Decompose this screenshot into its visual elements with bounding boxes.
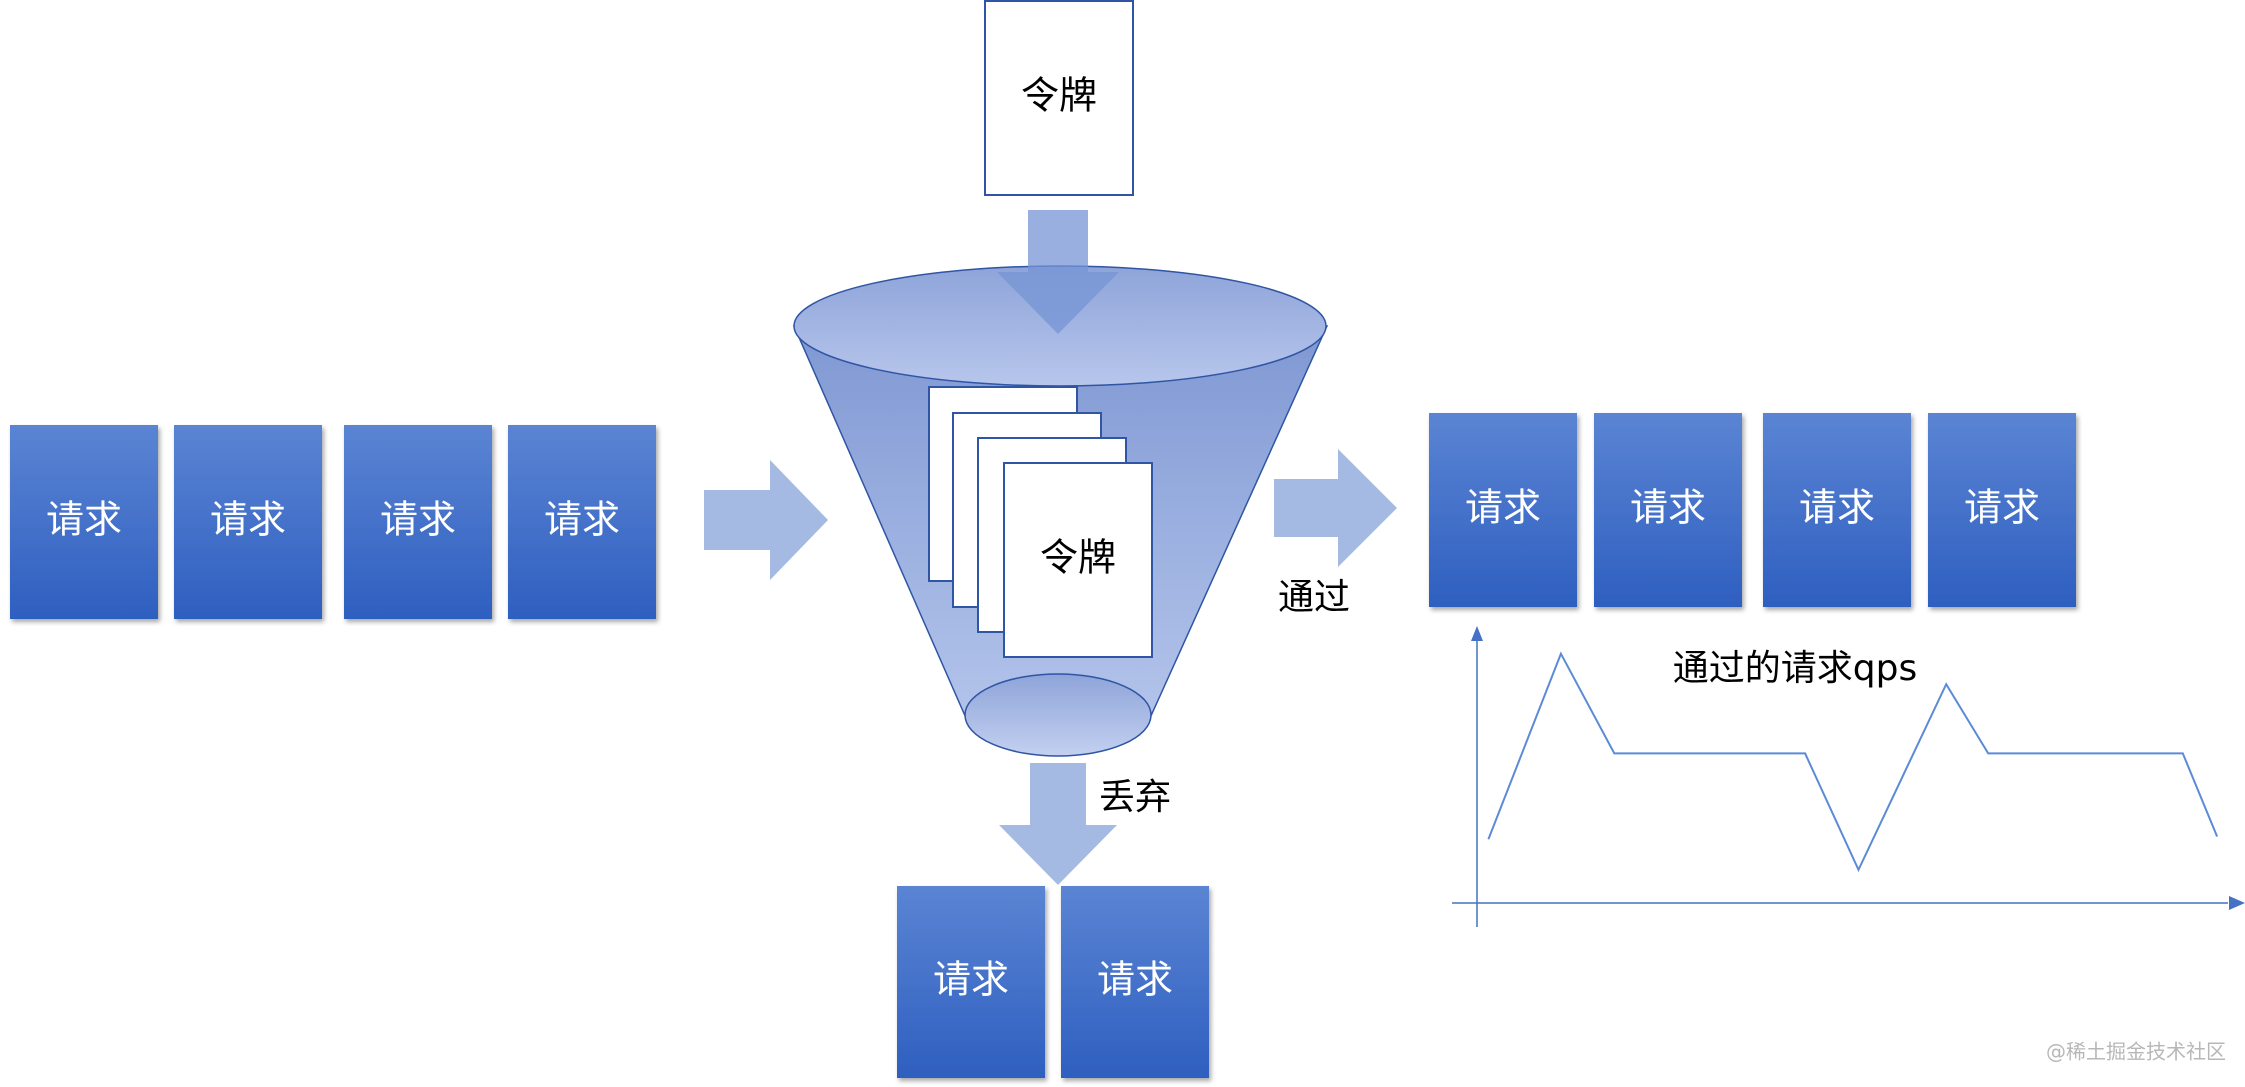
bucket-token-label: 令牌 <box>1040 536 1116 580</box>
dropped-request: 请求 <box>897 886 1045 1078</box>
chart-y-axis-arrowhead <box>1471 626 1483 641</box>
passed-request: 请求 <box>1594 413 1742 607</box>
incoming-requests: 请求 请求 请求 请求 <box>10 425 656 619</box>
discard-arrow <box>999 763 1117 885</box>
passed-request-label: 请求 <box>1630 486 1706 530</box>
passed-request: 请求 <box>1429 413 1577 607</box>
incoming-request-label: 请求 <box>210 498 286 542</box>
dropped-request: 请求 <box>1061 886 1209 1078</box>
dropped-requests: 请求 请求 <box>897 886 1209 1078</box>
passed-request: 请求 <box>1928 413 2076 607</box>
funnel-outlet <box>964 673 1152 757</box>
incoming-request: 请求 <box>10 425 158 619</box>
incoming-request-label: 请求 <box>46 498 122 542</box>
watermark: @稀土掘金技术社区 <box>2046 1040 2226 1064</box>
qps-chart: 通过的请求qps <box>1452 626 2245 927</box>
token-inflow-arrow <box>997 210 1119 334</box>
passed-request-label: 请求 <box>1799 486 1875 530</box>
incoming-arrow <box>704 460 828 580</box>
token-source: 令牌 <box>984 0 1134 196</box>
chart-title: 通过的请求qps <box>1673 648 1917 689</box>
passed-request-label: 请求 <box>1964 486 2040 530</box>
token-source-box <box>984 0 1134 196</box>
incoming-request-label: 请求 <box>544 498 620 542</box>
dropped-request-label: 请求 <box>933 958 1009 1002</box>
dropped-request-label: 请求 <box>1097 958 1173 1002</box>
incoming-request-label: 请求 <box>380 498 456 542</box>
passed-request: 请求 <box>1763 413 1911 607</box>
token-stack: 令牌 <box>928 386 1153 658</box>
passed-label: 通过 <box>1278 577 1350 618</box>
passed-requests: 请求 请求 请求 请求 <box>1429 413 2076 607</box>
incoming-request: 请求 <box>508 425 656 619</box>
passed-arrow <box>1274 449 1397 567</box>
token-card <box>1003 462 1153 658</box>
incoming-request: 请求 <box>174 425 322 619</box>
token-source-label: 令牌 <box>1021 74 1097 118</box>
chart-x-axis-arrowhead <box>2229 896 2245 910</box>
qps-series-line <box>1487 651 2219 873</box>
incoming-request: 请求 <box>344 425 492 619</box>
passed-request-label: 请求 <box>1465 486 1541 530</box>
discard-label: 丢弃 <box>1099 777 1171 818</box>
